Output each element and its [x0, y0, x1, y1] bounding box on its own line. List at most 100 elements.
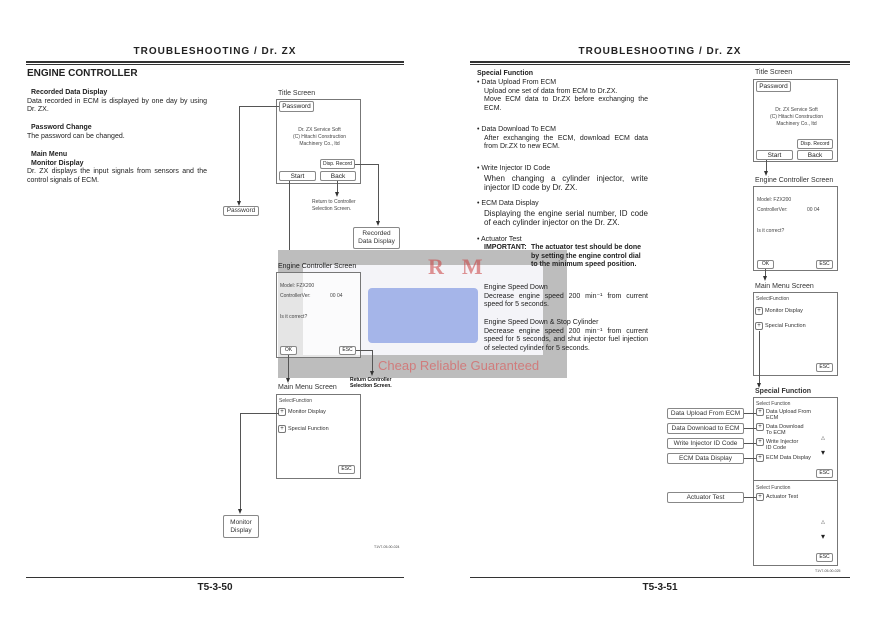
- item-ecm-display: • ECM Data Display Displaying the engine…: [477, 200, 648, 227]
- figure-id: T1V7-05-00-024: [374, 545, 400, 549]
- esc-button[interactable]: ESC: [816, 260, 833, 269]
- esc-button[interactable]: ESC: [816, 363, 833, 372]
- start-button[interactable]: Start: [279, 171, 316, 181]
- esc-button[interactable]: ESC: [816, 469, 833, 478]
- menu-item-special[interactable]: +Special Function: [278, 425, 329, 433]
- watermark-tagline: Cheap Reliable Guaranteed: [378, 358, 540, 373]
- connector: [288, 355, 289, 379]
- ver-value: 00 04: [330, 293, 343, 299]
- connector: [378, 164, 379, 222]
- callout-upload: Data Upload From ECM: [667, 408, 744, 419]
- ver-label: ControllerVer:: [280, 293, 311, 299]
- disp-record-button[interactable]: Disp. Record: [797, 139, 833, 149]
- callout-write-id: Write Injector ID Code: [667, 438, 744, 449]
- footer-divider: [470, 577, 850, 578]
- connector: [356, 350, 373, 351]
- menu-item-special[interactable]: +Special Function: [755, 322, 806, 330]
- callout-ecm-display: ECM Data Display: [667, 453, 744, 464]
- menu-item-monitor[interactable]: +Monitor Display: [278, 408, 326, 416]
- special-function-screen-2: [753, 480, 838, 566]
- scroll-down-icon[interactable]: ▾: [821, 448, 826, 457]
- arrow-icon: [376, 221, 380, 226]
- func-actuator[interactable]: +Actuator Test: [756, 493, 798, 501]
- title-screen-label: Title Screen: [755, 69, 793, 76]
- credits: Dr. ZX Service Soft(C) Hitachi Construct…: [769, 107, 824, 127]
- engine-controller-screen: [276, 272, 361, 358]
- select-function: Select Function: [756, 401, 791, 407]
- ver-value: 00 04: [807, 207, 820, 213]
- ok-button[interactable]: OK: [280, 346, 297, 355]
- body: The password can be changed.: [27, 132, 125, 140]
- heading: Recorded Data Display: [31, 89, 108, 96]
- watermark-brand: RM: [428, 254, 501, 279]
- esc-button[interactable]: ESC: [816, 553, 833, 562]
- question: Is it correct?: [757, 228, 785, 234]
- item-download: • Data Download To ECM After exchanging …: [477, 126, 648, 150]
- heading: Password Change: [31, 124, 92, 131]
- model-label: Model: FZX200: [757, 197, 792, 203]
- disp-record-button[interactable]: Disp. Record: [320, 159, 355, 169]
- plus-icon: +: [756, 493, 764, 501]
- special-function-title: Special Function: [477, 70, 534, 77]
- question: Is it correct?: [280, 314, 308, 320]
- start-button[interactable]: Start: [756, 150, 793, 160]
- left-header: TROUBLESHOOTING / Dr. ZX: [133, 46, 297, 57]
- connector: [372, 350, 373, 372]
- esc-button[interactable]: ESC: [339, 346, 356, 355]
- credits: Dr. ZX Service Soft(C) Hitachi Construct…: [292, 127, 347, 147]
- section-password: Password Change The password can be chan…: [27, 124, 207, 141]
- connector: [240, 413, 279, 414]
- section-recorded: Recorded Data Display Data recorded in E…: [27, 89, 207, 115]
- connector: [240, 413, 241, 510]
- ver-label: ControllerVer:: [757, 207, 788, 213]
- header-divider: [26, 61, 404, 65]
- back-button[interactable]: Back: [320, 171, 356, 181]
- password-button[interactable]: Password: [279, 101, 314, 112]
- arrow-icon: [370, 371, 374, 376]
- back-button[interactable]: Back: [797, 150, 833, 160]
- menu-item-monitor[interactable]: +Monitor Display: [755, 307, 803, 315]
- scroll-down-icon[interactable]: ▾: [821, 532, 826, 541]
- select-function: Select Function: [756, 485, 791, 491]
- password-box: Password: [223, 206, 259, 216]
- plus-icon: +: [756, 454, 764, 462]
- callout-download: Data Download to ECM: [667, 423, 744, 434]
- body: Dr. ZX displays the input signals from s…: [27, 168, 207, 184]
- body: Data recorded in ECM is displayed by one…: [27, 97, 207, 114]
- connector: [289, 181, 290, 261]
- model-label: Model: FZX200: [280, 283, 315, 289]
- main-menu-label: Main Menu Screen: [755, 283, 814, 290]
- connector: [239, 106, 240, 202]
- main-menu-label: Main Menu Screen: [278, 384, 337, 391]
- arrow-icon: [238, 509, 242, 514]
- connector: [337, 181, 338, 193]
- select-function: SelectFunction: [756, 296, 790, 302]
- scroll-up-icon[interactable]: ▵: [821, 517, 826, 526]
- page-number: T5-3-51: [642, 582, 678, 593]
- speed-down-stop: Engine Speed Down & Stop Cylinder Decrea…: [484, 319, 648, 352]
- password-button[interactable]: Password: [756, 81, 791, 92]
- item-actuator: • Actuator Test: [477, 236, 522, 243]
- esc-button[interactable]: ESC: [338, 465, 355, 474]
- func-ecm-display[interactable]: +ECM Data Display: [756, 454, 811, 462]
- section-main-menu: Main Menu Monitor Display Dr. ZX display…: [27, 151, 207, 185]
- plus-icon: +: [756, 438, 764, 446]
- subheading: Monitor Display: [31, 159, 84, 167]
- title-screen-label: Title Screen: [278, 90, 316, 97]
- wrench-logo-icon: [368, 288, 478, 343]
- engine-controller-screen: [753, 186, 838, 271]
- engine-screen-label: Engine Controller Screen: [278, 263, 357, 270]
- scroll-up-icon[interactable]: ▵: [821, 433, 826, 442]
- connector: [239, 106, 279, 107]
- item-write-id: • Write Injector ID Code When changing a…: [477, 165, 648, 192]
- important-text: The actuator test should be done by sett…: [531, 244, 642, 268]
- arrow-icon: [286, 378, 290, 383]
- select-function: SelectFunction: [279, 398, 313, 404]
- ok-button[interactable]: OK: [757, 260, 774, 269]
